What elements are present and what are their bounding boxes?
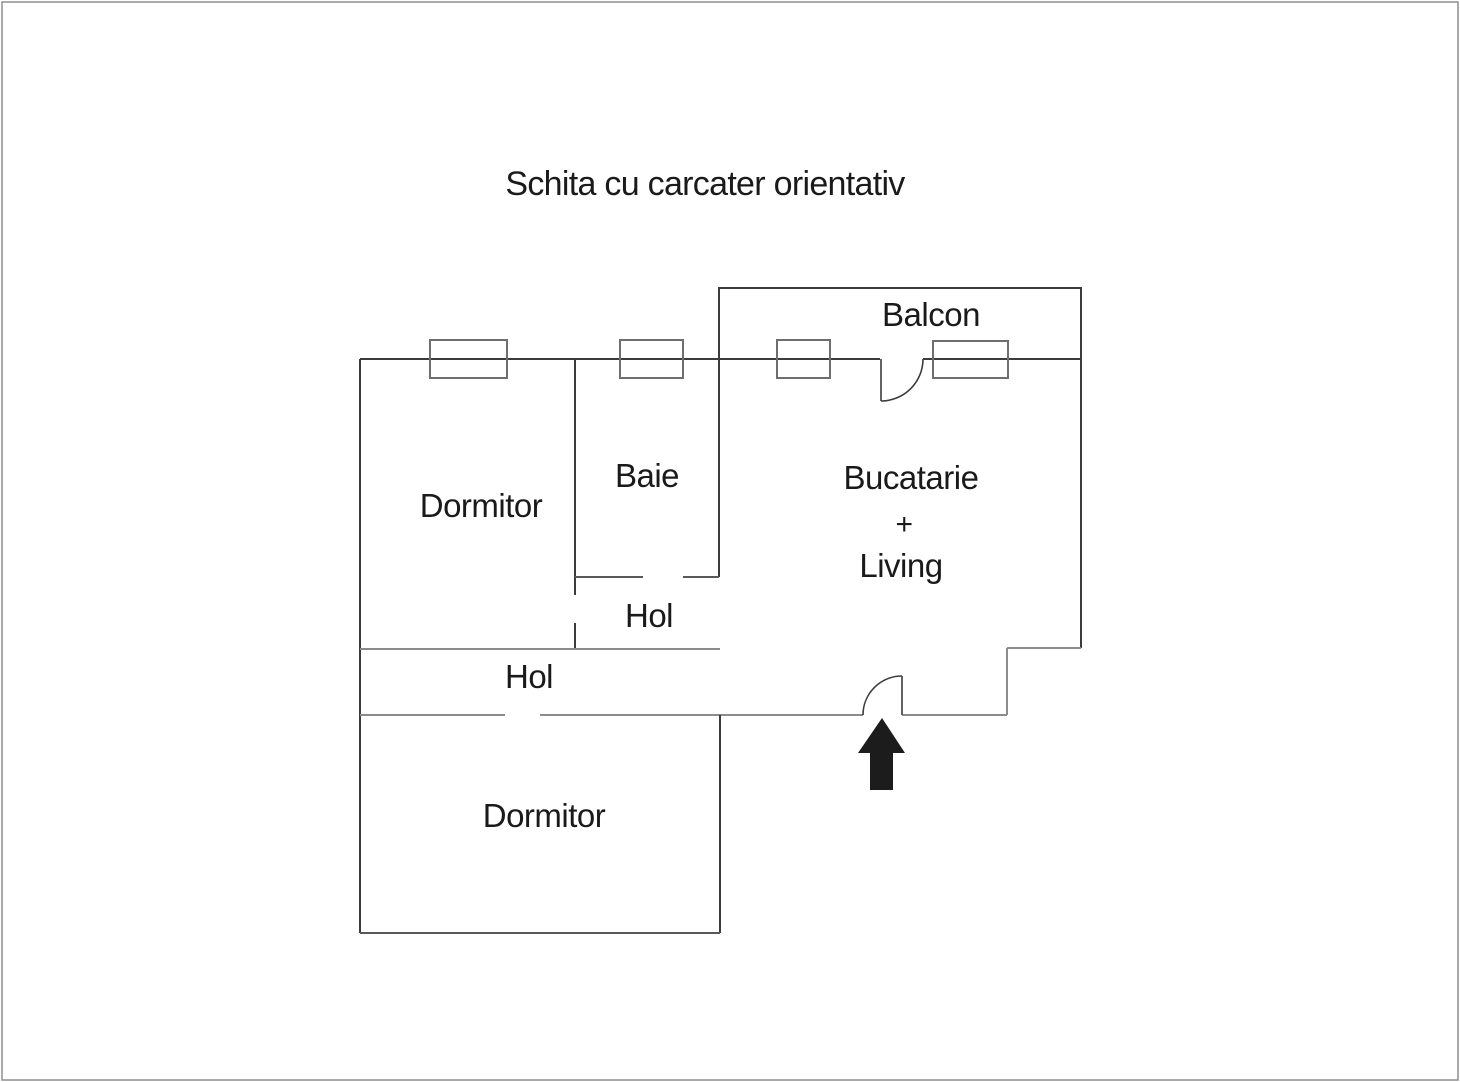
room-label-bucatarie-line2: + [895,508,912,541]
balcony-door-swing-icon [880,358,924,402]
entrance-door-swing-icon [862,675,903,716]
room-label-bucatarie-line1: Bucatarie [844,459,979,496]
walls [359,287,1082,934]
entrance-arrow-icon [858,718,905,790]
window-symbol-baie [619,339,684,379]
room-label-bucatarie-line3: Living [859,547,942,584]
door-arc [880,358,924,402]
room-label-dormitor-top: Dormitor [420,487,543,524]
room-label-dormitor-bottom: Dormitor [483,797,606,834]
window-symbol-bucatarie-right [932,340,1009,379]
wall-segment-balcony [718,287,1082,648]
room-label-baie: Baie [615,457,679,494]
room-label-hol-upper: Hol [625,597,673,634]
door-arc [862,675,903,716]
room-label-hol-lower: Hol [505,658,553,695]
windows [429,339,1009,379]
room-labels: Balcon Dormitor Baie Bucatarie + Living … [420,296,981,834]
page-title: Schita cu carcater orientativ [505,165,905,203]
window-symbol-dormitor [429,339,508,379]
room-label-balcon: Balcon [882,296,980,333]
window-symbol-bucatarie-left [776,339,831,379]
